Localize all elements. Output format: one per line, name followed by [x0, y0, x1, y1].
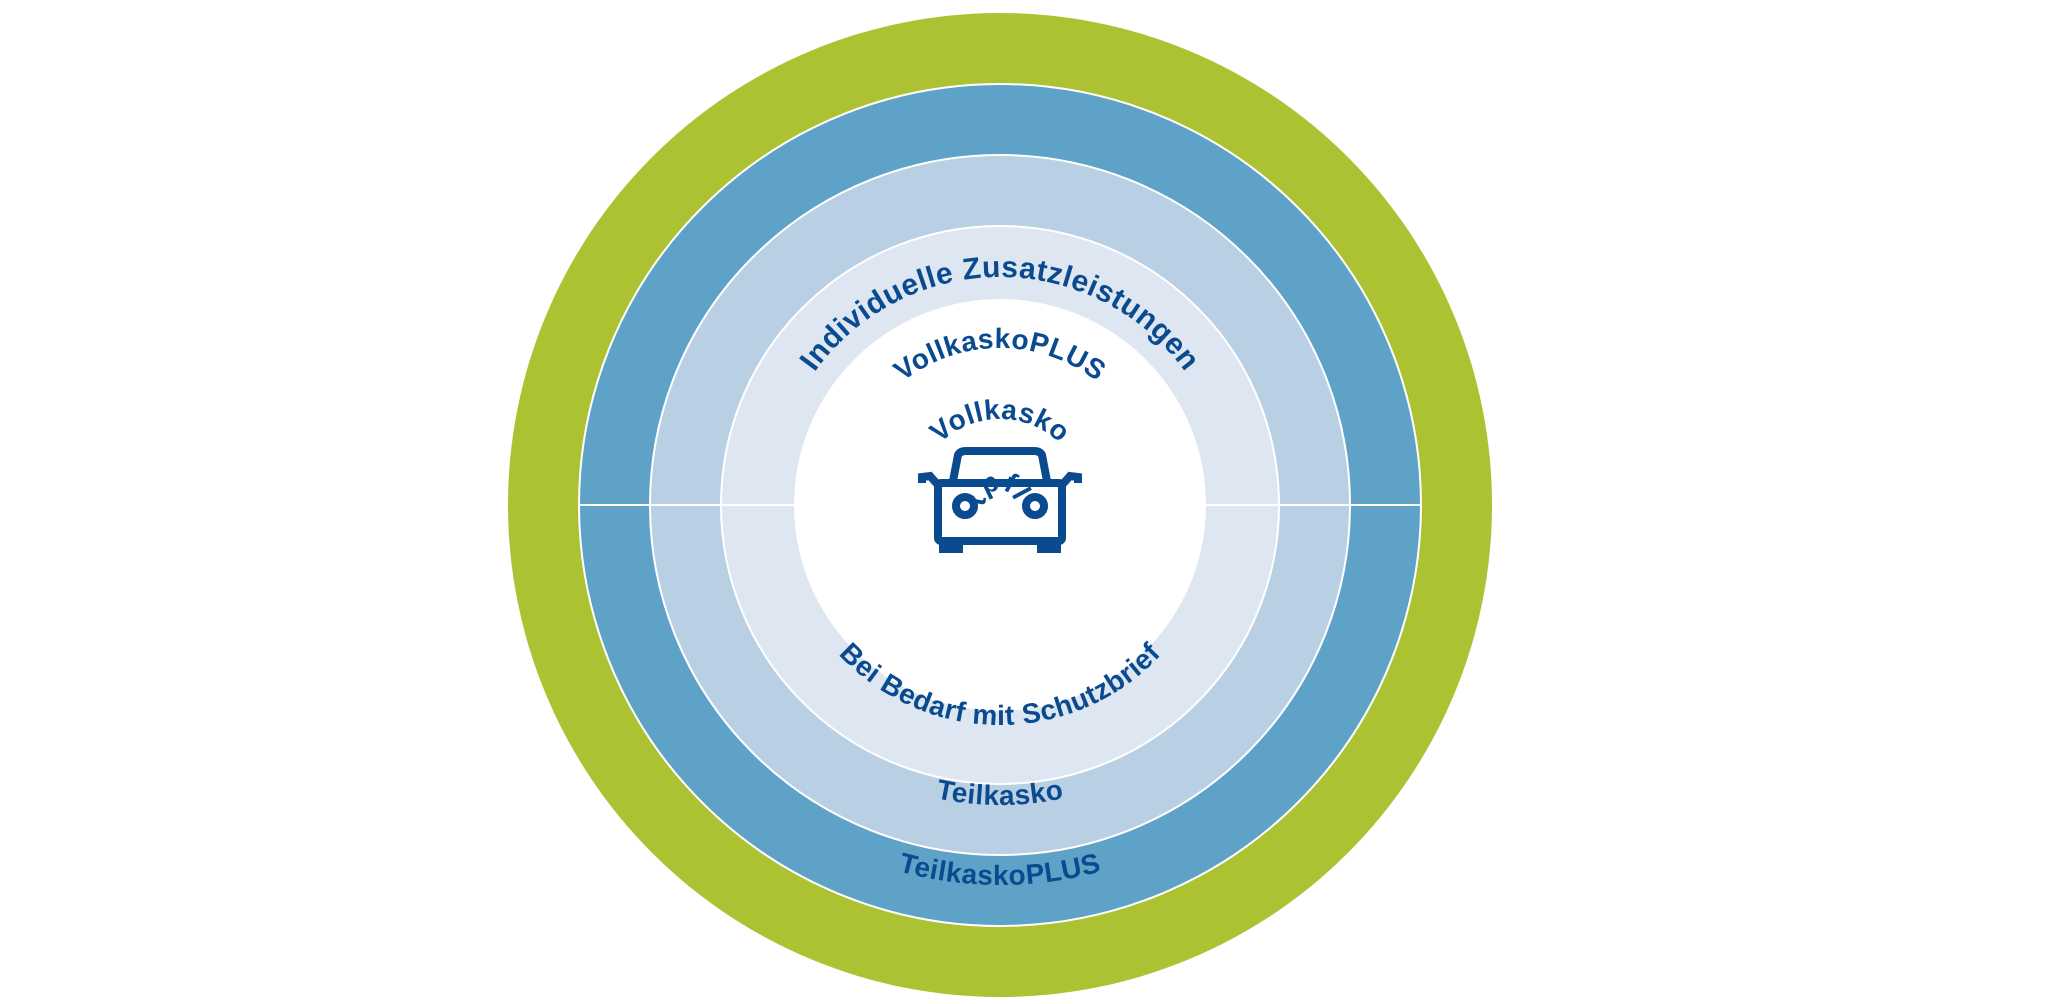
- car-icon: [918, 447, 1082, 553]
- center-disc: [794, 299, 1206, 711]
